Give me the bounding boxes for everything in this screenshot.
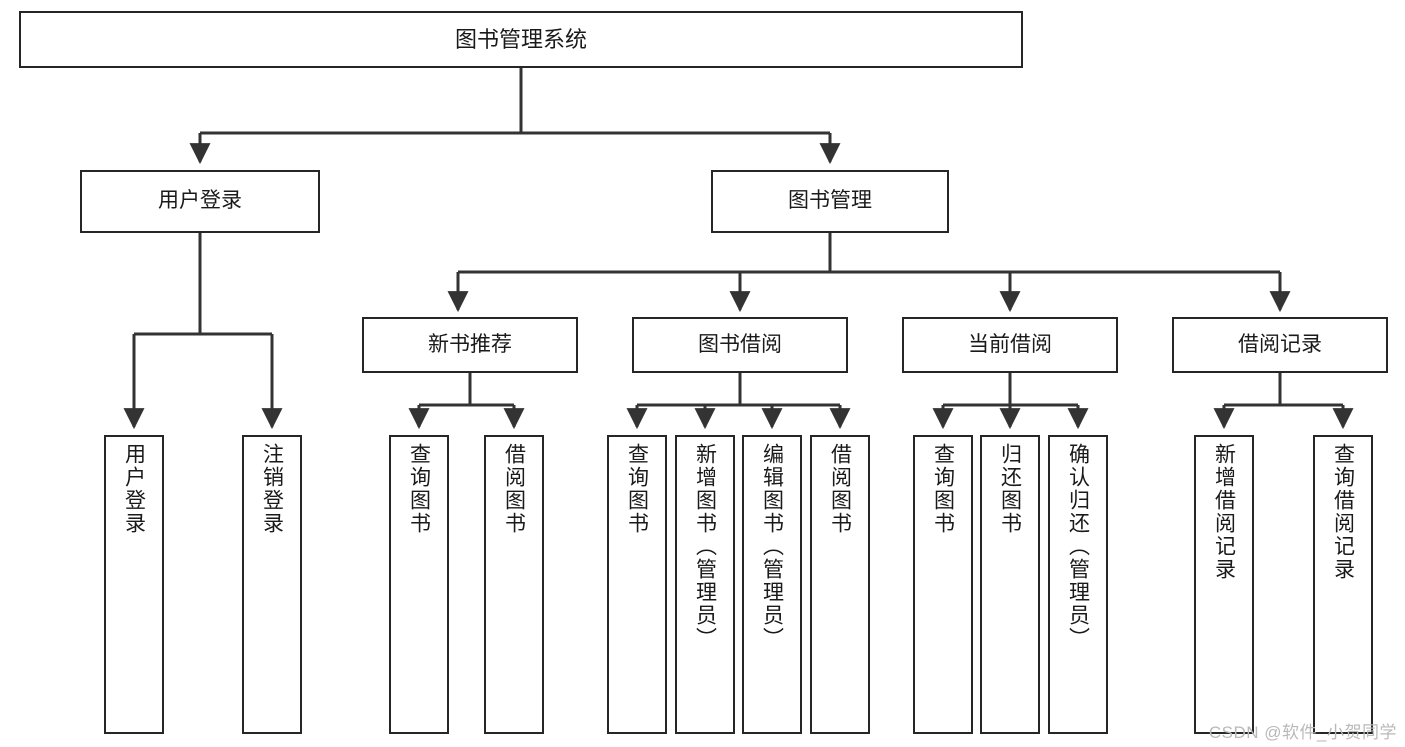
leaf-user-login-logout[interactable]: 注销登录 bbox=[242, 435, 302, 734]
leaf-recommend-query-book[interactable]: 查询图书 bbox=[389, 435, 449, 734]
node-label: 借阅图书 bbox=[828, 443, 852, 535]
node-label: 新增图书（管理员） bbox=[693, 443, 717, 650]
node-label: 查询图书 bbox=[931, 443, 955, 535]
node-label: 借阅图书 bbox=[502, 443, 526, 535]
node-user-login[interactable]: 用户登录 bbox=[80, 170, 320, 233]
node-label: 当前借阅 bbox=[968, 332, 1052, 356]
node-label: 用户登录 bbox=[122, 443, 146, 535]
node-label: 归还图书 bbox=[998, 443, 1022, 535]
node-label: 图书借阅 bbox=[698, 332, 782, 356]
leaf-borrow-borrow-book[interactable]: 借阅图书 bbox=[810, 435, 870, 734]
node-label: 查询图书 bbox=[625, 443, 649, 535]
leaf-borrow-edit-book-admin[interactable]: 编辑图书（管理员） bbox=[742, 435, 802, 734]
node-label: 图书管理系统 bbox=[454, 26, 587, 52]
leaf-current-query-book[interactable]: 查询图书 bbox=[913, 435, 973, 734]
node-root-book-management-system[interactable]: 图书管理系统 bbox=[19, 11, 1023, 68]
node-new-book-recommend[interactable]: 新书推荐 bbox=[362, 317, 578, 373]
node-label: 新增借阅记录 bbox=[1212, 443, 1236, 581]
leaf-record-query-record[interactable]: 查询借阅记录 bbox=[1313, 435, 1373, 734]
node-current-borrow[interactable]: 当前借阅 bbox=[902, 317, 1118, 373]
leaf-current-return-book[interactable]: 归还图书 bbox=[980, 435, 1040, 734]
node-label: 用户登录 bbox=[158, 189, 242, 213]
node-borrow-record[interactable]: 借阅记录 bbox=[1172, 317, 1388, 373]
leaf-record-add-record[interactable]: 新增借阅记录 bbox=[1194, 435, 1254, 734]
node-label: 图书管理 bbox=[788, 189, 872, 213]
node-label: 确认归还（管理员） bbox=[1066, 443, 1090, 650]
leaf-user-login-login[interactable]: 用户登录 bbox=[104, 435, 164, 734]
node-label: 查询图书 bbox=[407, 443, 431, 535]
node-label: 注销登录 bbox=[260, 443, 284, 535]
node-label: 编辑图书（管理员） bbox=[760, 443, 784, 650]
node-book-borrow[interactable]: 图书借阅 bbox=[632, 317, 848, 373]
leaf-borrow-add-book-admin[interactable]: 新增图书（管理员） bbox=[675, 435, 735, 734]
node-label: 新书推荐 bbox=[428, 332, 512, 356]
node-label: 查询借阅记录 bbox=[1331, 443, 1355, 581]
leaf-recommend-borrow-book[interactable]: 借阅图书 bbox=[484, 435, 544, 734]
leaf-current-confirm-return-admin[interactable]: 确认归还（管理员） bbox=[1048, 435, 1108, 734]
node-label: 借阅记录 bbox=[1238, 332, 1322, 356]
leaf-borrow-query-book[interactable]: 查询图书 bbox=[607, 435, 667, 734]
node-book-management[interactable]: 图书管理 bbox=[711, 170, 949, 233]
